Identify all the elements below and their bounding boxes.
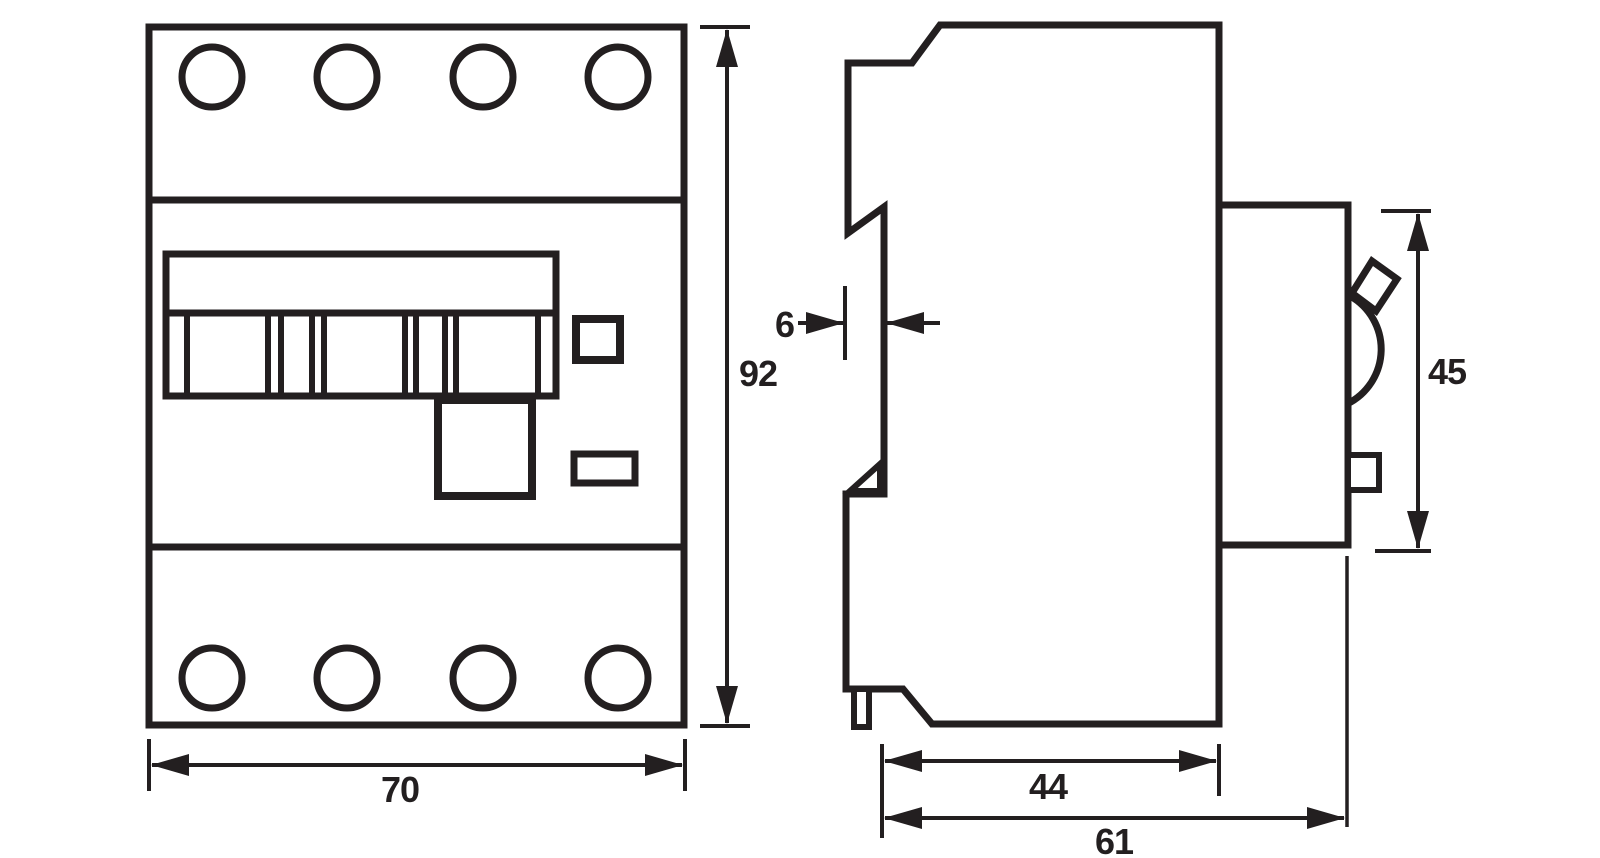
body-depth-label: 44 <box>1029 766 1068 807</box>
panel-height-dimension: 45 <box>1375 209 1468 553</box>
side-view-body-outline <box>842 21 1223 728</box>
arrow-left-icon <box>884 750 922 772</box>
arrow-down-icon <box>716 686 738 724</box>
front-width-dimension: 70 <box>147 739 687 810</box>
front-panel-section <box>1215 201 1352 549</box>
total-depth-dimension: 61 <box>884 556 1349 858</box>
terminal-circle <box>313 644 381 712</box>
terminal-circle <box>584 43 652 111</box>
front-view <box>145 23 688 729</box>
arrow-right-icon <box>806 312 844 334</box>
test-button <box>434 396 536 500</box>
rail-offset-dimension: 6 <box>775 286 940 360</box>
body-depth-dimension: 44 <box>880 744 1221 838</box>
terminal-circle <box>584 644 652 712</box>
indicator-window <box>572 315 624 364</box>
switch-lever-dividers <box>184 313 541 396</box>
top-terminal-circles <box>178 43 652 111</box>
lever-swing-arc <box>1345 292 1385 408</box>
side-view <box>842 21 1402 730</box>
toggle-switch-block <box>162 250 560 400</box>
arrow-right-icon <box>645 754 683 776</box>
arrow-down-icon <box>1407 511 1429 549</box>
terminal-circle <box>178 43 246 111</box>
panel-height-label: 45 <box>1428 351 1467 392</box>
arrow-right-icon <box>1179 750 1217 772</box>
arrow-left-icon <box>884 807 922 829</box>
terminal-circle <box>449 43 517 111</box>
front-width-label: 70 <box>381 769 419 810</box>
arrow-up-icon <box>1407 213 1429 251</box>
toggle-lever <box>1347 255 1402 317</box>
arrow-left-icon <box>151 754 189 776</box>
label-window <box>570 450 639 487</box>
rail-offset-label: 6 <box>775 304 794 345</box>
arrow-right-icon <box>1307 807 1345 829</box>
front-height-dimension: 92 <box>700 25 778 728</box>
terminal-circle <box>178 644 246 712</box>
switch-block-outline <box>162 250 560 400</box>
din-clip-pin <box>851 692 872 730</box>
bottom-terminal-circles <box>178 644 652 712</box>
total-depth-label: 61 <box>1095 821 1134 858</box>
terminal-circle <box>313 43 381 111</box>
din-clip-tooth <box>842 457 883 494</box>
terminal-circle <box>449 644 517 712</box>
front-height-label: 92 <box>739 353 777 394</box>
arrow-up-icon <box>716 29 738 67</box>
panel-protrusion <box>1345 452 1382 493</box>
